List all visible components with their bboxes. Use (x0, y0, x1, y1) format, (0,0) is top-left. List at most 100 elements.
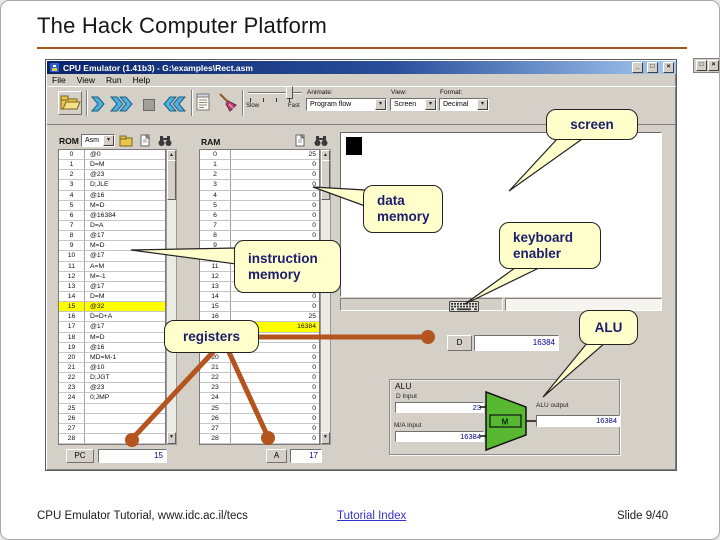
rom-row[interactable]: 10@17 (59, 251, 165, 262)
slider-slow-label: Slow (246, 103, 260, 109)
menu-help[interactable]: Help (132, 75, 151, 85)
scroll-down-icon[interactable] (167, 432, 176, 444)
clear-button[interactable] (217, 92, 238, 118)
app-icon (50, 63, 59, 72)
alu-ma-input-label: M/A Input (394, 422, 422, 429)
document-icon (295, 133, 306, 147)
background-close-button[interactable]: × (708, 60, 719, 71)
rom-row[interactable]: 25 (59, 403, 165, 414)
menu-file[interactable]: File (52, 75, 66, 85)
callout-data-memory: data memory (363, 185, 443, 233)
tutorial-index-link[interactable]: Tutorial Index (337, 510, 407, 522)
load-program-button[interactable] (58, 91, 82, 115)
rom-row[interactable]: 19@16 (59, 342, 165, 353)
folder-icon (119, 135, 133, 147)
keyboard-enable-button[interactable] (449, 299, 479, 317)
rom-format-dropdown[interactable]: Asm (81, 134, 115, 147)
page-title: The Hack Computer Platform (37, 13, 328, 38)
rom-scrollbar[interactable] (166, 149, 177, 445)
rom-load-button[interactable] (119, 134, 133, 152)
run-button[interactable] (109, 96, 134, 117)
rom-row[interactable]: 28 (59, 433, 165, 444)
callout-screen: screen (546, 109, 638, 140)
rom-row[interactable]: 6@16384 (59, 210, 165, 221)
rom-row[interactable]: 8@17 (59, 231, 165, 242)
a-register-field[interactable]: 17 (290, 449, 322, 463)
minimize-button[interactable]: _ (632, 62, 643, 73)
menu-view[interactable]: View (76, 75, 95, 85)
view-dropdown[interactable]: Screen (390, 98, 437, 111)
single-step-button[interactable] (90, 96, 105, 117)
rom-row[interactable]: 0@0 (59, 150, 165, 161)
binoculars-icon (158, 136, 172, 146)
close-button[interactable]: × (663, 62, 674, 73)
pc-register-field[interactable]: 15 (98, 449, 167, 463)
ram-new-button[interactable] (294, 133, 306, 152)
scrollbar-thumb[interactable] (167, 160, 176, 200)
rom-new-button[interactable] (139, 133, 151, 152)
maximize-button[interactable]: □ (647, 62, 658, 73)
rom-row[interactable]: 2@23 (59, 170, 165, 181)
alu-panel-title: ALU (395, 381, 412, 391)
d-register-field[interactable]: 16384 (474, 335, 559, 351)
format-dropdown[interactable]: Decimal (439, 98, 489, 111)
rom-row[interactable]: 21@10 (59, 362, 165, 374)
rom-row[interactable]: 23@23 (59, 383, 165, 394)
scroll-down-icon[interactable] (321, 432, 330, 444)
stop-button[interactable] (143, 99, 155, 111)
slider-fast-label: Fast (288, 103, 300, 109)
menu-run[interactable]: Run (105, 75, 122, 85)
ram-scrollbar[interactable] (320, 149, 331, 445)
rom-row[interactable]: 26 (59, 413, 165, 424)
rom-row[interactable]: 4@16 (59, 190, 165, 201)
ram-search-button[interactable] (313, 134, 329, 152)
rom-row[interactable]: 17@17 (59, 322, 165, 333)
reset-button[interactable] (163, 96, 187, 117)
speed-slider[interactable]: Slow Fast (244, 86, 306, 114)
window-titlebar[interactable]: CPU Emulator (1.41b3) - G:\examples\Rect… (47, 61, 676, 74)
script-button[interactable] (196, 93, 211, 117)
callout-keyboard-enabler: keyboard enabler (499, 222, 601, 269)
background-maximize-button[interactable]: □ (696, 60, 707, 71)
rom-search-button[interactable] (157, 134, 173, 152)
rom-row[interactable]: 13@17 (59, 281, 165, 292)
rom-row[interactable]: 15@32 (59, 302, 165, 313)
background-window-fragment: □ × (693, 58, 719, 73)
animate-dropdown[interactable]: Program flow (306, 98, 387, 111)
scrollbar-thumb[interactable] (321, 160, 330, 200)
rom-row[interactable]: 27 (59, 423, 165, 434)
